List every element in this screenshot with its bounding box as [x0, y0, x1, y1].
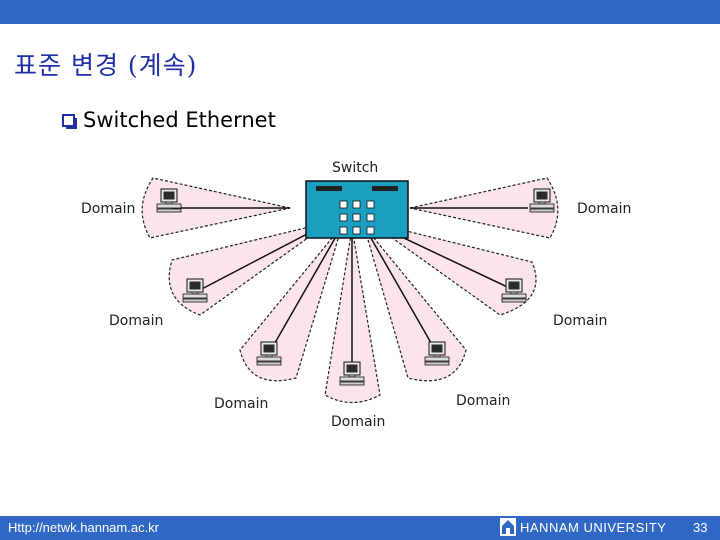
- domain-label-bottom: Domain: [331, 414, 385, 430]
- footer-url: Http://netwk.hannam.ac.kr: [8, 520, 160, 535]
- domain-label-right-low: Domain: [456, 393, 510, 409]
- checkbox-bullet-icon: [62, 113, 77, 129]
- bullet-text: Switched Ethernet: [83, 108, 276, 132]
- domain-region-left-mid: [168, 221, 331, 316]
- switch-device: [305, 180, 409, 239]
- switch-label: Switch: [332, 160, 378, 176]
- page-number: 33: [693, 520, 708, 535]
- domain-region-right-mid: [369, 221, 537, 316]
- top-bar: [0, 0, 720, 24]
- domain-label-right-top: Domain: [577, 201, 631, 217]
- footer-bar: [0, 516, 720, 540]
- bullet-item: Switched Ethernet: [62, 108, 276, 132]
- domain-label-left-top: Domain: [81, 201, 135, 217]
- domain-label-right-mid: Domain: [553, 313, 607, 329]
- domain-label-left-mid: Domain: [109, 313, 163, 329]
- domain-label-left-low: Domain: [214, 396, 268, 412]
- footer-university: HANNAM UNIVERSITY: [520, 520, 667, 535]
- university-logo-icon: [500, 518, 516, 536]
- slide-title: 표준 변경 (계속): [14, 51, 198, 80]
